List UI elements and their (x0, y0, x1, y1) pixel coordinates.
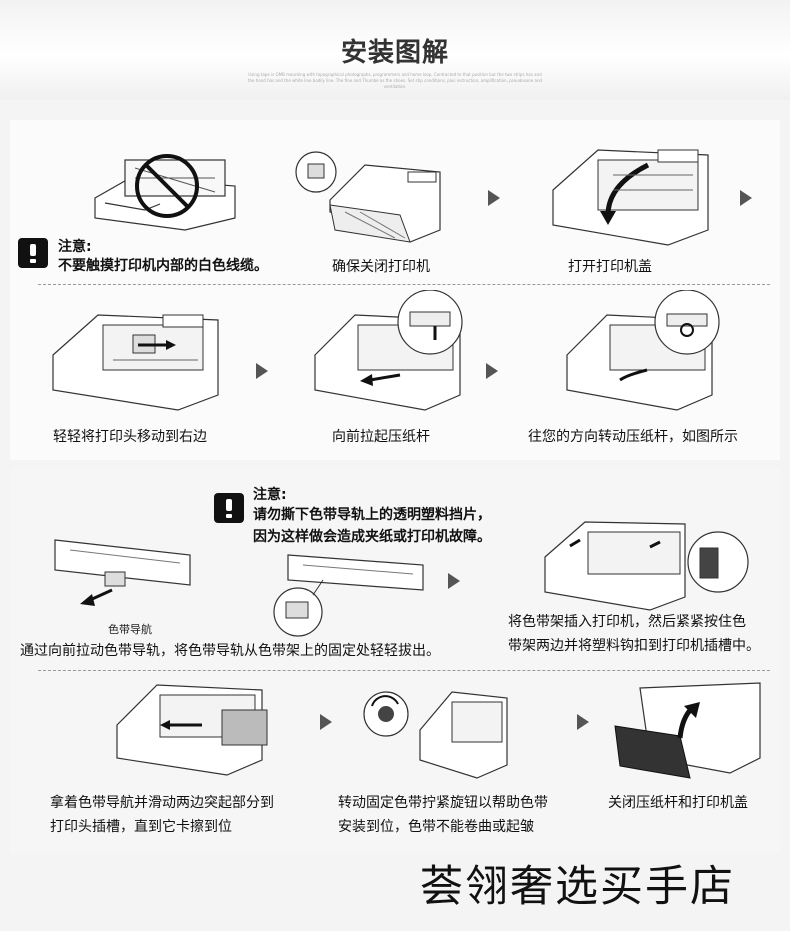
step-caption: 拿着色带导航并滑动两边突起部分到 (50, 795, 274, 811)
step-caption: 关闭压纸杆和打印机盖 (608, 795, 748, 811)
turn-knob-illustration (363, 691, 508, 779)
step-caption: 转动固定色带拧紧旋钮以帮助色带 (338, 795, 548, 811)
step-caption: 带架两边并将塑料钩扣到打印机插槽中。 (508, 638, 760, 654)
step-caption: 打印头插槽，直到它卡擦到位 (50, 819, 232, 835)
step-caption: 将色带架插入打印机，然后紧紧按住色 (508, 614, 746, 630)
notice-line: 请勿撕下色带导轨上的透明塑料挡片， (253, 507, 491, 523)
notice-title: 注意: (58, 239, 92, 255)
header-banner: 安装图解 Using tape is GMB mounting with top… (0, 0, 790, 100)
step-caption: 确保关闭打印机 (332, 259, 430, 275)
ribbon-guide-label: 色带导航 (108, 623, 152, 636)
no-touch-illustration (94, 154, 236, 231)
rotate-bail-illustration (566, 290, 720, 411)
step-caption: 向前拉起压纸杆 (332, 429, 430, 445)
warning-icon (214, 493, 244, 523)
ribbon-guide-detach-illustration (273, 554, 424, 637)
step-arrow (320, 714, 332, 730)
step-caption: 通过向前拉动色带导轨，将色带导轨从色带架上的固定处轻轻拔出。 (20, 643, 440, 659)
ribbon-cartridge-illustration (54, 539, 191, 606)
notice-title: 注意: (253, 487, 287, 503)
warning-icon (18, 238, 48, 268)
slide-guide-illustration (116, 684, 268, 776)
step-arrow (488, 190, 500, 206)
printer-closed-illustration (295, 151, 441, 243)
pull-bail-illustration (314, 290, 463, 411)
step-caption: 轻轻将打印头移动到右边 (53, 429, 207, 445)
step-arrow (448, 573, 460, 589)
move-head-illustration (52, 314, 219, 411)
notice-line: 因为这样做会造成夹纸或打印机故障。 (253, 529, 491, 545)
open-cover-illustration (552, 149, 709, 246)
step-arrow (256, 363, 268, 379)
step-caption: 往您的方向转动压纸杆，如图所示 (528, 429, 738, 445)
insert-cartridge-illustration (544, 521, 749, 611)
divider (38, 670, 770, 671)
step-caption: 打开打印机盖 (568, 259, 652, 275)
page-title: 安装图解 (340, 38, 449, 68)
notice-text: 不要触摸打印机内部的白色线缆。 (58, 258, 268, 274)
step-arrow (577, 714, 589, 730)
shop-name: 荟翎奢选买手店 (420, 862, 735, 912)
step-arrow (486, 363, 498, 379)
divider (38, 284, 770, 285)
page-subtitle: Using tape is GMB mounting with topograp… (247, 72, 543, 89)
step-caption: 安装到位，色带不能卷曲或起皱 (338, 819, 534, 835)
close-cover-illustration (614, 682, 761, 779)
step-arrow (740, 190, 752, 206)
